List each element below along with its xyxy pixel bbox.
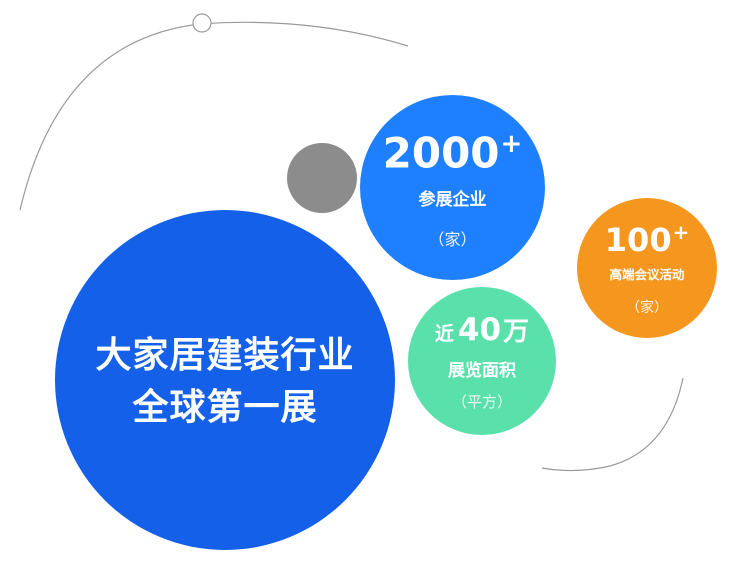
headline-line-1: 大家居建装行业 (95, 335, 355, 376)
events-plus: + (672, 221, 690, 245)
area-prefix: 近 (434, 322, 454, 345)
events-label: 高端会议活动 (609, 266, 685, 282)
exhibitors-plus: + (500, 129, 523, 160)
exhibitors-circle: 2000+ 参展企业 （家） (360, 95, 545, 280)
headline-line-2: 全球第一展 (132, 387, 318, 428)
exhibitors-label: 参展企业 (418, 189, 487, 210)
exhibitors-unit: （家） (428, 229, 477, 249)
area-suffix: 万 (503, 316, 530, 347)
area-figure: 近 40 万 (435, 311, 529, 348)
events-count: 100+ (605, 223, 689, 256)
exhibitors-value: 2000 (382, 128, 500, 178)
exhibitors-count: 2000+ (383, 131, 523, 175)
gray-decorative-circle (287, 143, 357, 213)
top-arc (19, 21, 409, 211)
area-circle: 近 40 万 展览面积 （平方） (408, 287, 556, 435)
bottom-arc (541, 377, 684, 472)
headline-circle: 大家居建装行业 全球第一展 (55, 210, 395, 550)
area-label: 展览面积 (448, 360, 516, 381)
arc-dot (192, 13, 212, 33)
events-value: 100 (604, 220, 672, 259)
events-circle: 100+ 高端会议活动 （家） (577, 198, 717, 338)
area-value: 40 (457, 311, 502, 348)
area-unit: （平方） (451, 392, 512, 411)
events-unit: （家） (626, 299, 668, 316)
